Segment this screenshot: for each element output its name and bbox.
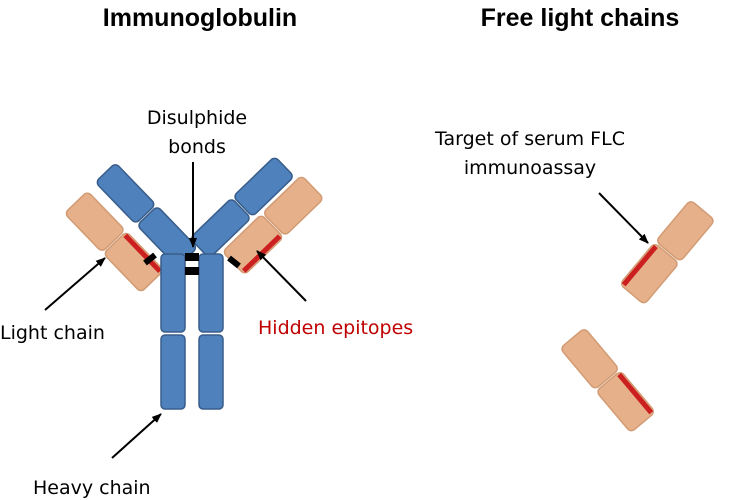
free-light-chain-lower-outer-domain — [561, 329, 618, 389]
disulphide-bond-heavy-lower — [185, 267, 199, 275]
free-light-chain-lower-epitope — [617, 372, 654, 415]
disulphide-label-line1: Disulphide — [147, 107, 247, 129]
right-light-chain-outer-domain — [264, 176, 323, 235]
free-light-chain-upper — [621, 201, 714, 304]
disulphide-bond-right-light — [227, 255, 241, 269]
left-light-chain-outer-domain — [65, 192, 124, 251]
disulphide-bond-heavy-upper — [185, 253, 199, 261]
left-heavy-chain-lower-domain — [160, 334, 186, 410]
heavy-chain-label: Heavy chain — [33, 477, 151, 499]
free-light-chain-lower-inner-domain — [597, 371, 654, 432]
left-light-chain — [65, 192, 163, 292]
free-light-chains-heading: Free light chains — [481, 4, 680, 32]
left-light-chain-inner-domain — [104, 232, 163, 292]
immunoglobulin-heading: Immunoglobulin — [103, 4, 297, 32]
right-heavy-chain-lower-domain — [198, 334, 224, 410]
left-light-chain-hidden-epitope — [123, 233, 162, 274]
left-heavy-chain-upper-domain — [160, 253, 186, 333]
target-label-line1: Target of serum FLC — [434, 128, 625, 150]
right-heavy-chain-arm — [191, 157, 293, 258]
heavy-chain-arrow — [111, 413, 162, 459]
free-light-chain-upper-outer-domain — [657, 201, 714, 261]
free-light-chain-upper-inner-domain — [621, 243, 678, 304]
disulphide-bond-left-light — [143, 252, 157, 266]
right-heavy-chain-upper-domain — [198, 253, 224, 333]
free-light-chain-lower — [561, 329, 654, 432]
disulphide-label-line2: bonds — [168, 136, 226, 158]
right-heavy-arm-inner-domain — [191, 199, 250, 258]
target-label-line2: immunoassay — [464, 157, 596, 179]
left-heavy-arm-outer-domain — [96, 164, 155, 223]
light-chain-arrow — [44, 257, 106, 311]
hidden-epitopes-arrow — [256, 250, 307, 302]
light-chain-label: Light chain — [0, 322, 105, 344]
right-heavy-arm-outer-domain — [234, 157, 293, 216]
free-light-chain-upper-epitope — [621, 244, 658, 287]
hidden-epitopes-label: Hidden epitopes — [258, 317, 413, 339]
immunoglobulin — [65, 157, 323, 410]
target-arrow — [598, 192, 649, 244]
